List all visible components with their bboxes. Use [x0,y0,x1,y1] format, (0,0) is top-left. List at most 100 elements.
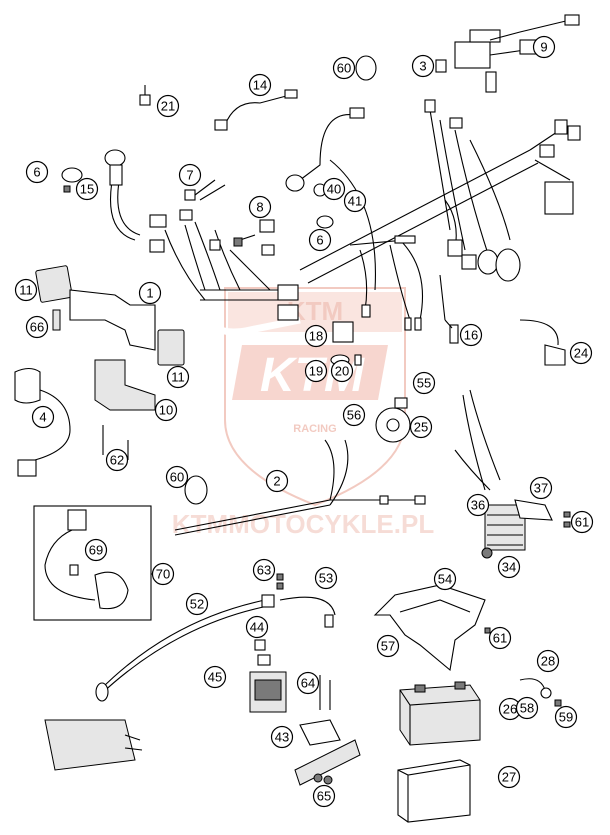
callout-circle [532,35,556,59]
callout-44: 44 [245,615,269,639]
callout-number: 70 [156,567,170,582]
callout-number: 40 [327,182,341,197]
callout-number: 64 [301,676,315,691]
callout-circle [84,538,108,562]
callout-circle [151,562,175,586]
callout-circle [105,448,129,472]
callout-36: 36 [466,493,490,517]
callout-60: 60 [165,465,189,489]
callout-number: 69 [89,543,103,558]
callout-number: 16 [464,328,478,343]
callout-circle [166,365,190,389]
callout-circle [248,73,272,97]
callout-circle [270,725,294,749]
callout-64: 64 [296,671,320,695]
callout-34: 34 [497,555,521,579]
callout-number: 9 [540,40,547,55]
callout-14: 14 [248,73,272,97]
callout-circle [570,510,594,534]
callout-number: 65 [317,789,331,804]
callout-number: 6 [316,233,323,248]
callout-number: 24 [574,346,588,361]
callout-circle [412,371,436,395]
callout-circle [304,359,328,383]
callout-40: 40 [322,177,346,201]
watermark-brand-sub: RACING [293,423,336,435]
callout-37: 37 [529,476,553,500]
callout-2: 2 [265,469,289,493]
callout-number: 20 [335,364,349,379]
callout-circle [75,177,99,201]
callout-number: 19 [309,364,323,379]
callout-circle [497,555,521,579]
callout-61: 61 [488,626,512,650]
callout-number: 28 [541,654,555,669]
callout-circle [312,784,336,808]
callout-circle [459,323,483,347]
callout-circle [554,705,578,729]
callout-number: 61 [575,515,589,530]
callout-62: 62 [105,448,129,472]
callout-circle [304,324,328,348]
callout-number: 63 [257,563,271,578]
callout-3: 3 [411,54,435,78]
callout-circle [185,592,209,616]
callout-circle [330,359,354,383]
callout-41: 41 [343,189,367,213]
callout-circle [409,415,433,439]
callout-16: 16 [459,323,483,347]
callout-6: 6 [308,228,332,252]
callout-circle [25,315,49,339]
callout-number: 10 [159,403,173,418]
callout-circle [245,615,269,639]
callout-52: 52 [185,592,209,616]
callout-27: 27 [497,765,521,789]
callout-7: 7 [178,163,202,187]
watermark-site: KTMMOTOCYKLE.PL [172,509,435,539]
callout-circle [515,696,539,720]
callout-26: 26 [498,697,522,721]
callout-number: 61 [493,631,507,646]
callout-number: 1 [146,286,153,301]
callout-circle [178,163,202,187]
callout-circle [154,398,178,422]
callout-number: 18 [309,329,323,344]
callout-63: 63 [252,558,276,582]
callout-circle [165,465,189,489]
callout-69: 69 [84,538,108,562]
callout-number: 57 [381,639,395,654]
callout-53: 53 [314,566,338,590]
callout-number: 15 [80,182,94,197]
callout-18: 18 [304,324,328,348]
callout-circle [14,278,38,302]
callout-circle [308,228,332,252]
callout-56: 56 [342,403,366,427]
callout-number: 21 [161,99,175,114]
callout-number: 27 [502,770,516,785]
callout-number: 11 [171,370,185,385]
callout-number: 53 [319,571,333,586]
callout-circle [343,189,367,213]
callout-number: 11 [19,283,33,298]
callout-number: 52 [190,597,204,612]
callout-55: 55 [412,371,436,395]
callout-circle [433,567,457,591]
callout-circle [488,626,512,650]
callout-number: 45 [208,670,222,685]
callout-circle [203,665,227,689]
callout-28: 28 [536,649,560,673]
callout-circle [529,476,553,500]
callout-6: 6 [25,160,49,184]
callout-21: 21 [156,94,180,118]
callout-15: 15 [75,177,99,201]
callout-10: 10 [154,398,178,422]
callout-24: 24 [569,341,593,365]
callout-number: 62 [110,453,124,468]
callout-circle [536,649,560,673]
callout-45: 45 [203,665,227,689]
callout-number: 4 [39,410,46,425]
callout-number: 66 [30,320,44,335]
callout-70: 70 [151,562,175,586]
callout-4: 4 [31,405,55,429]
